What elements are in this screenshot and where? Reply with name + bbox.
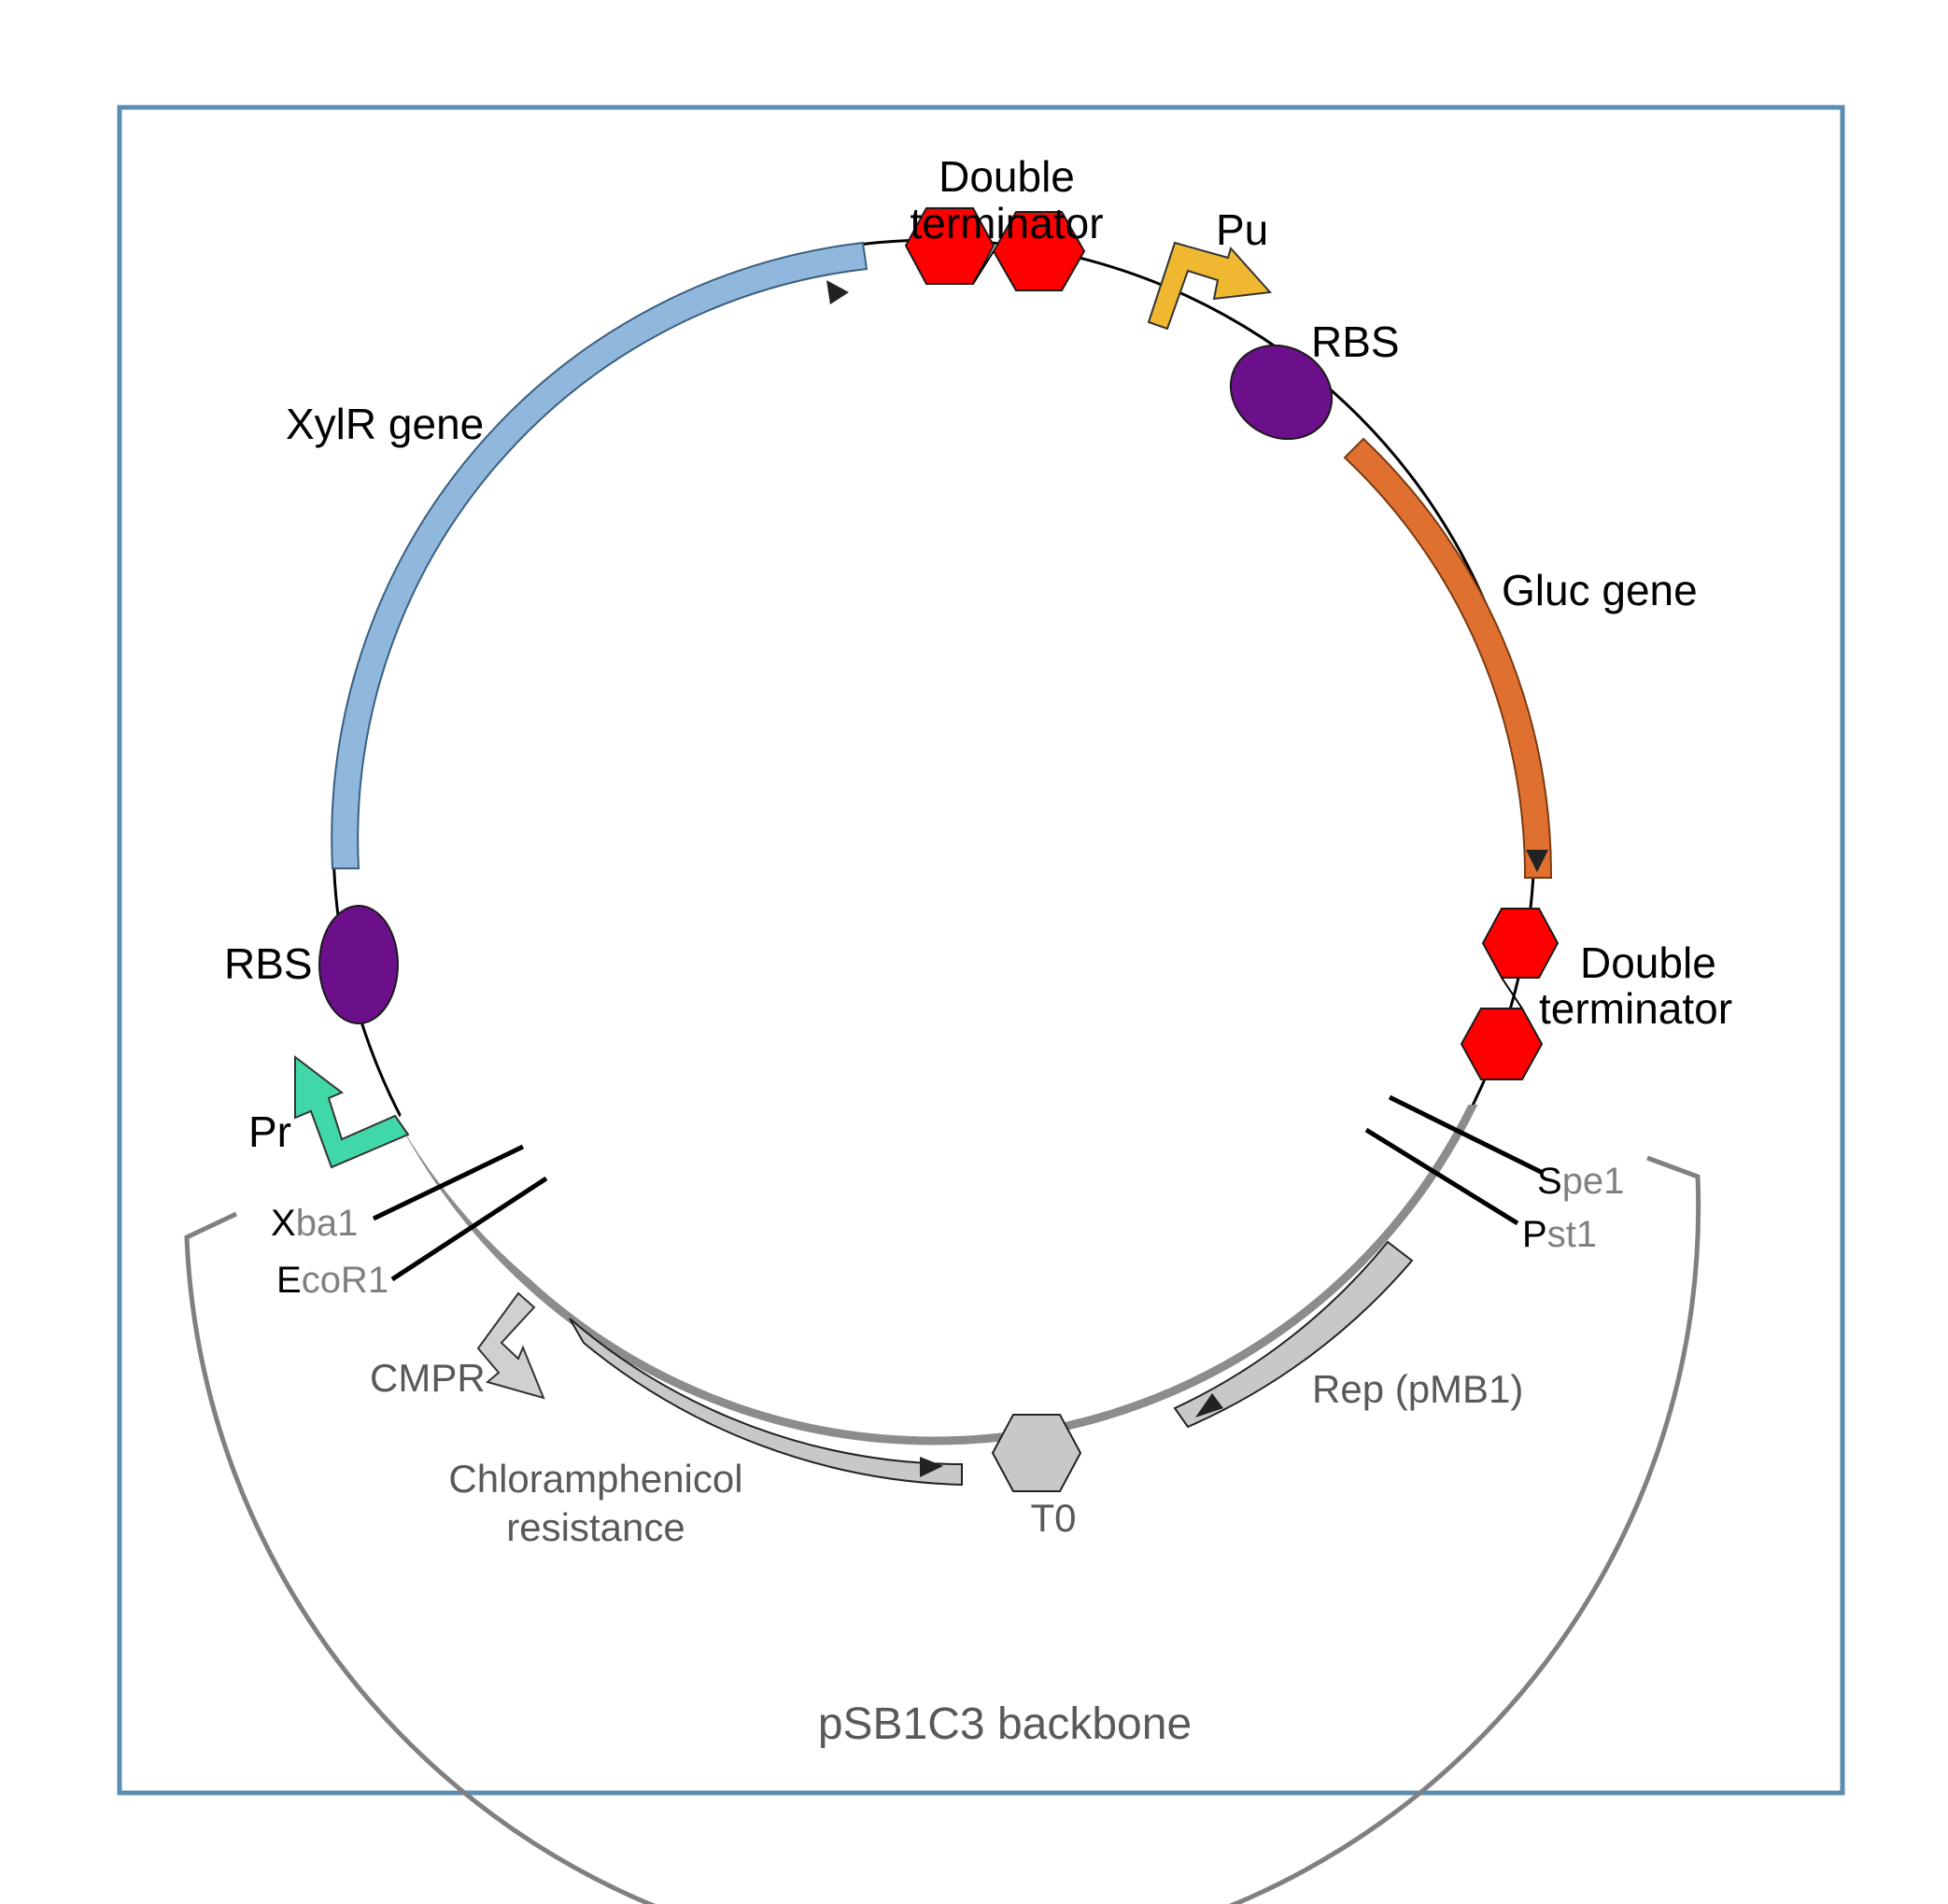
pu-label: Pu: [1216, 205, 1268, 254]
spe1-site: [1388, 1094, 1543, 1175]
cmpr-promoter-icon: [476, 1291, 545, 1400]
pu-promoter-icon: [1147, 241, 1273, 331]
double-terminator-right-label-2: terminator: [1539, 984, 1732, 1033]
ecor1-site: [390, 1176, 548, 1282]
spe1-label: Spe1: [1537, 1161, 1624, 1202]
terminator-link-top: [972, 250, 995, 285]
xba1-label: Xba1: [271, 1203, 358, 1244]
terminator-top-1: [904, 207, 995, 285]
rep-pmb1-gene: [1173, 1240, 1414, 1429]
chloramphenicol-arrow-icon: [920, 1457, 943, 1477]
double-terminator-right-label-1: Double: [1580, 938, 1716, 987]
rep-label: Rep (pMB1): [1312, 1367, 1523, 1411]
pst1-site: [1364, 1127, 1519, 1226]
chloramphenicol-label-2: resistance: [506, 1505, 685, 1549]
terminator-top-2: [992, 211, 1086, 291]
backbone-label: pSB1C3 backbone: [818, 1699, 1192, 1749]
xylr-gene-label: XylR gene: [286, 400, 484, 448]
gluc-gene: [1343, 437, 1553, 879]
rep-arrow-icon: [1195, 1393, 1223, 1417]
rbs-right-label: RBS: [1311, 317, 1400, 366]
cmpr-label: CMPR: [370, 1356, 486, 1400]
xylr-arrow-icon: [826, 280, 849, 304]
double-terminator-top-label-1: Double: [939, 152, 1075, 201]
backbone-bracket: [184, 1155, 1701, 1904]
rbs-left-label: RBS: [224, 939, 313, 988]
terminator-link-right: [1501, 977, 1523, 1009]
chloramphenicol-label-1: Chloramphenicol: [448, 1457, 742, 1501]
pst1-label: Pst1: [1522, 1214, 1597, 1255]
double-terminator-top-label-2: terminator: [910, 199, 1103, 247]
t0-label: T0: [1030, 1496, 1076, 1540]
ecor1-label: EcoR1: [276, 1260, 388, 1301]
t0-terminator-icon: [991, 1414, 1082, 1492]
pr-label: Pr: [248, 1107, 291, 1156]
backbone-arc: [329, 1105, 1539, 1446]
xba1-site: [372, 1144, 525, 1221]
gluc-gene-label: Gluc gene: [1502, 566, 1698, 614]
gluc-arrow-icon: [1526, 850, 1548, 872]
terminator-right-2: [1460, 1008, 1544, 1080]
pr-promoter-icon: [294, 1054, 410, 1169]
rbs-right-icon: [1229, 344, 1334, 441]
diagram-frame: [117, 105, 1845, 1796]
terminator-right-1: [1481, 908, 1560, 979]
rbs-left-icon: [318, 905, 399, 1024]
xylr-gene: [331, 241, 868, 869]
